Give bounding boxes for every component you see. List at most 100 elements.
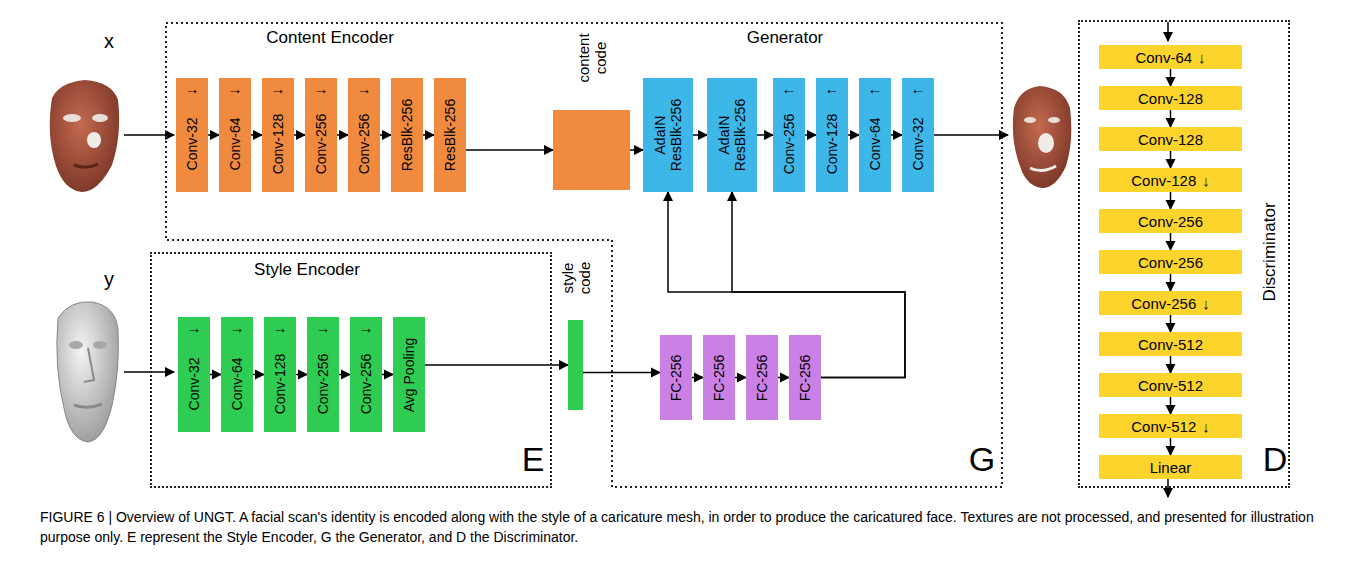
region-letter: G	[965, 440, 999, 479]
connector-arrow	[425, 364, 568, 366]
connector-arrow	[296, 374, 307, 376]
input-label: x	[104, 30, 114, 53]
layer-box: →Conv-256	[305, 78, 337, 192]
connector-arrow	[1170, 315, 1172, 332]
figure-caption: FIGURE 6 | Overview of UNGT. A facial sc…	[40, 507, 1320, 548]
layer-name: Conv-128	[1138, 131, 1203, 148]
disc-input-arrow	[1167, 22, 1169, 41]
connector-arrow	[735, 377, 746, 379]
layer-box: ResBlk-256	[391, 78, 423, 192]
layer-name: Conv-64	[227, 118, 243, 171]
layer-name: Linear	[1150, 459, 1192, 476]
layer-box: Conv-512↓	[1099, 414, 1242, 438]
layer-name: Conv-256	[1138, 254, 1203, 271]
sampling-symbol: →	[219, 80, 251, 97]
layer-name: ResBlk-256	[399, 99, 415, 171]
layer-box: Linear	[1099, 455, 1242, 479]
sampling-symbol: →	[176, 80, 208, 97]
caricatured-face	[1013, 86, 1071, 188]
connector-arrow	[805, 134, 816, 136]
layer-box: → Conv-256	[307, 317, 339, 432]
region-title: Generator	[685, 28, 885, 48]
sampling-symbol: ←	[859, 80, 891, 97]
layer-name: AdaIN ResBlk-256	[716, 92, 748, 178]
layer-name: Conv-256	[358, 353, 374, 414]
connector-arrow	[1170, 274, 1172, 291]
layer-name: Conv-64	[229, 357, 245, 410]
layer-name: FC-256	[797, 354, 813, 401]
layer-box: FC-256	[660, 335, 692, 420]
layer-name: Conv-512	[1138, 336, 1203, 353]
code-label: content code	[574, 26, 609, 90]
layer-name: Conv-256	[313, 114, 329, 175]
layer-box: ←Conv-64	[859, 78, 891, 192]
connector-arrow	[294, 134, 305, 136]
downsample-symbol: ↓	[1202, 172, 1210, 189]
layer-name: Conv-32	[184, 118, 200, 171]
sampling-symbol: →	[264, 319, 296, 336]
dotted-region: Style EncoderE→Conv-32→Conv-64→Conv-128→…	[150, 252, 552, 488]
layer-box: Conv-512	[1099, 332, 1242, 356]
layer-name: Conv-256	[356, 114, 372, 175]
sampling-symbol: →	[350, 319, 382, 336]
layer-box: → Conv-128	[264, 317, 296, 432]
layer-box: FC-256	[703, 335, 735, 420]
sampling-symbol: ←	[902, 80, 934, 97]
caricature-mesh	[57, 302, 119, 442]
sampling-symbol: ←	[773, 80, 805, 97]
layer-name: Conv-256	[1138, 213, 1203, 230]
connector-arrow	[210, 374, 221, 376]
layer-box: ←Conv-128	[816, 78, 848, 192]
connector-arrow	[1170, 110, 1172, 127]
region-letter: E	[518, 440, 548, 479]
connector-arrow	[253, 374, 264, 376]
layer-name: Conv-128	[272, 353, 288, 414]
layer-box: Conv-128	[1099, 127, 1242, 151]
connector-arrow	[1170, 69, 1172, 86]
connector-arrow	[337, 134, 348, 136]
connector-arrow	[251, 134, 262, 136]
layer-name: Conv-256	[315, 353, 331, 414]
connector-arrow	[1170, 151, 1172, 168]
layer-name: FC-256	[668, 354, 684, 401]
layer-name: AdaIN ResBlk-256	[652, 92, 684, 178]
layer-name: Conv-128	[270, 114, 286, 175]
connector-arrow	[208, 134, 219, 136]
connector-arrow	[380, 134, 391, 136]
layer-box: AdaIN ResBlk-256	[707, 78, 757, 192]
layer-box: FC-256	[746, 335, 778, 420]
connector-arrow	[692, 377, 703, 379]
connector-arrow	[1170, 192, 1172, 209]
connector-arrow	[757, 134, 773, 136]
layer-box: → Conv-64	[219, 78, 251, 192]
layer-name: Conv-256	[1131, 295, 1196, 312]
layer-name: Conv-64	[1135, 49, 1192, 66]
sampling-symbol: →	[178, 319, 210, 336]
input-arrow	[124, 134, 174, 136]
connector-arrow	[630, 149, 643, 151]
layer-box: Conv-512	[1099, 373, 1242, 397]
connector-arrow	[1170, 438, 1172, 455]
connector-arrow	[583, 372, 660, 374]
sampling-symbol: ←	[816, 80, 848, 97]
layer-box: ←Conv-32	[902, 78, 934, 192]
sampling-symbol: →	[307, 319, 339, 336]
layer-name: Conv-512	[1138, 377, 1203, 394]
connector-arrow	[1170, 233, 1172, 250]
sampling-symbol: →	[221, 319, 253, 336]
layer-box: ResBlk-256	[434, 78, 466, 192]
layer-box: → Conv-256	[350, 317, 382, 432]
layer-name: Conv-256	[781, 114, 797, 175]
layer-box: Conv-128↓	[1099, 168, 1242, 192]
connector-arrow	[693, 134, 707, 136]
connector-arrow	[778, 377, 789, 379]
layer-box: → Conv-64	[221, 317, 253, 432]
region-title: Discriminator	[1260, 202, 1280, 301]
connector-arrow	[339, 374, 350, 376]
style-input-arrow	[124, 371, 174, 373]
layer-name: Conv-128	[1138, 90, 1203, 107]
region-title: Style Encoder	[192, 260, 422, 280]
code-block: content code	[553, 110, 630, 190]
layer-box: → Conv-32	[176, 78, 208, 192]
layer-box: AdaIN ResBlk-256	[643, 78, 693, 192]
